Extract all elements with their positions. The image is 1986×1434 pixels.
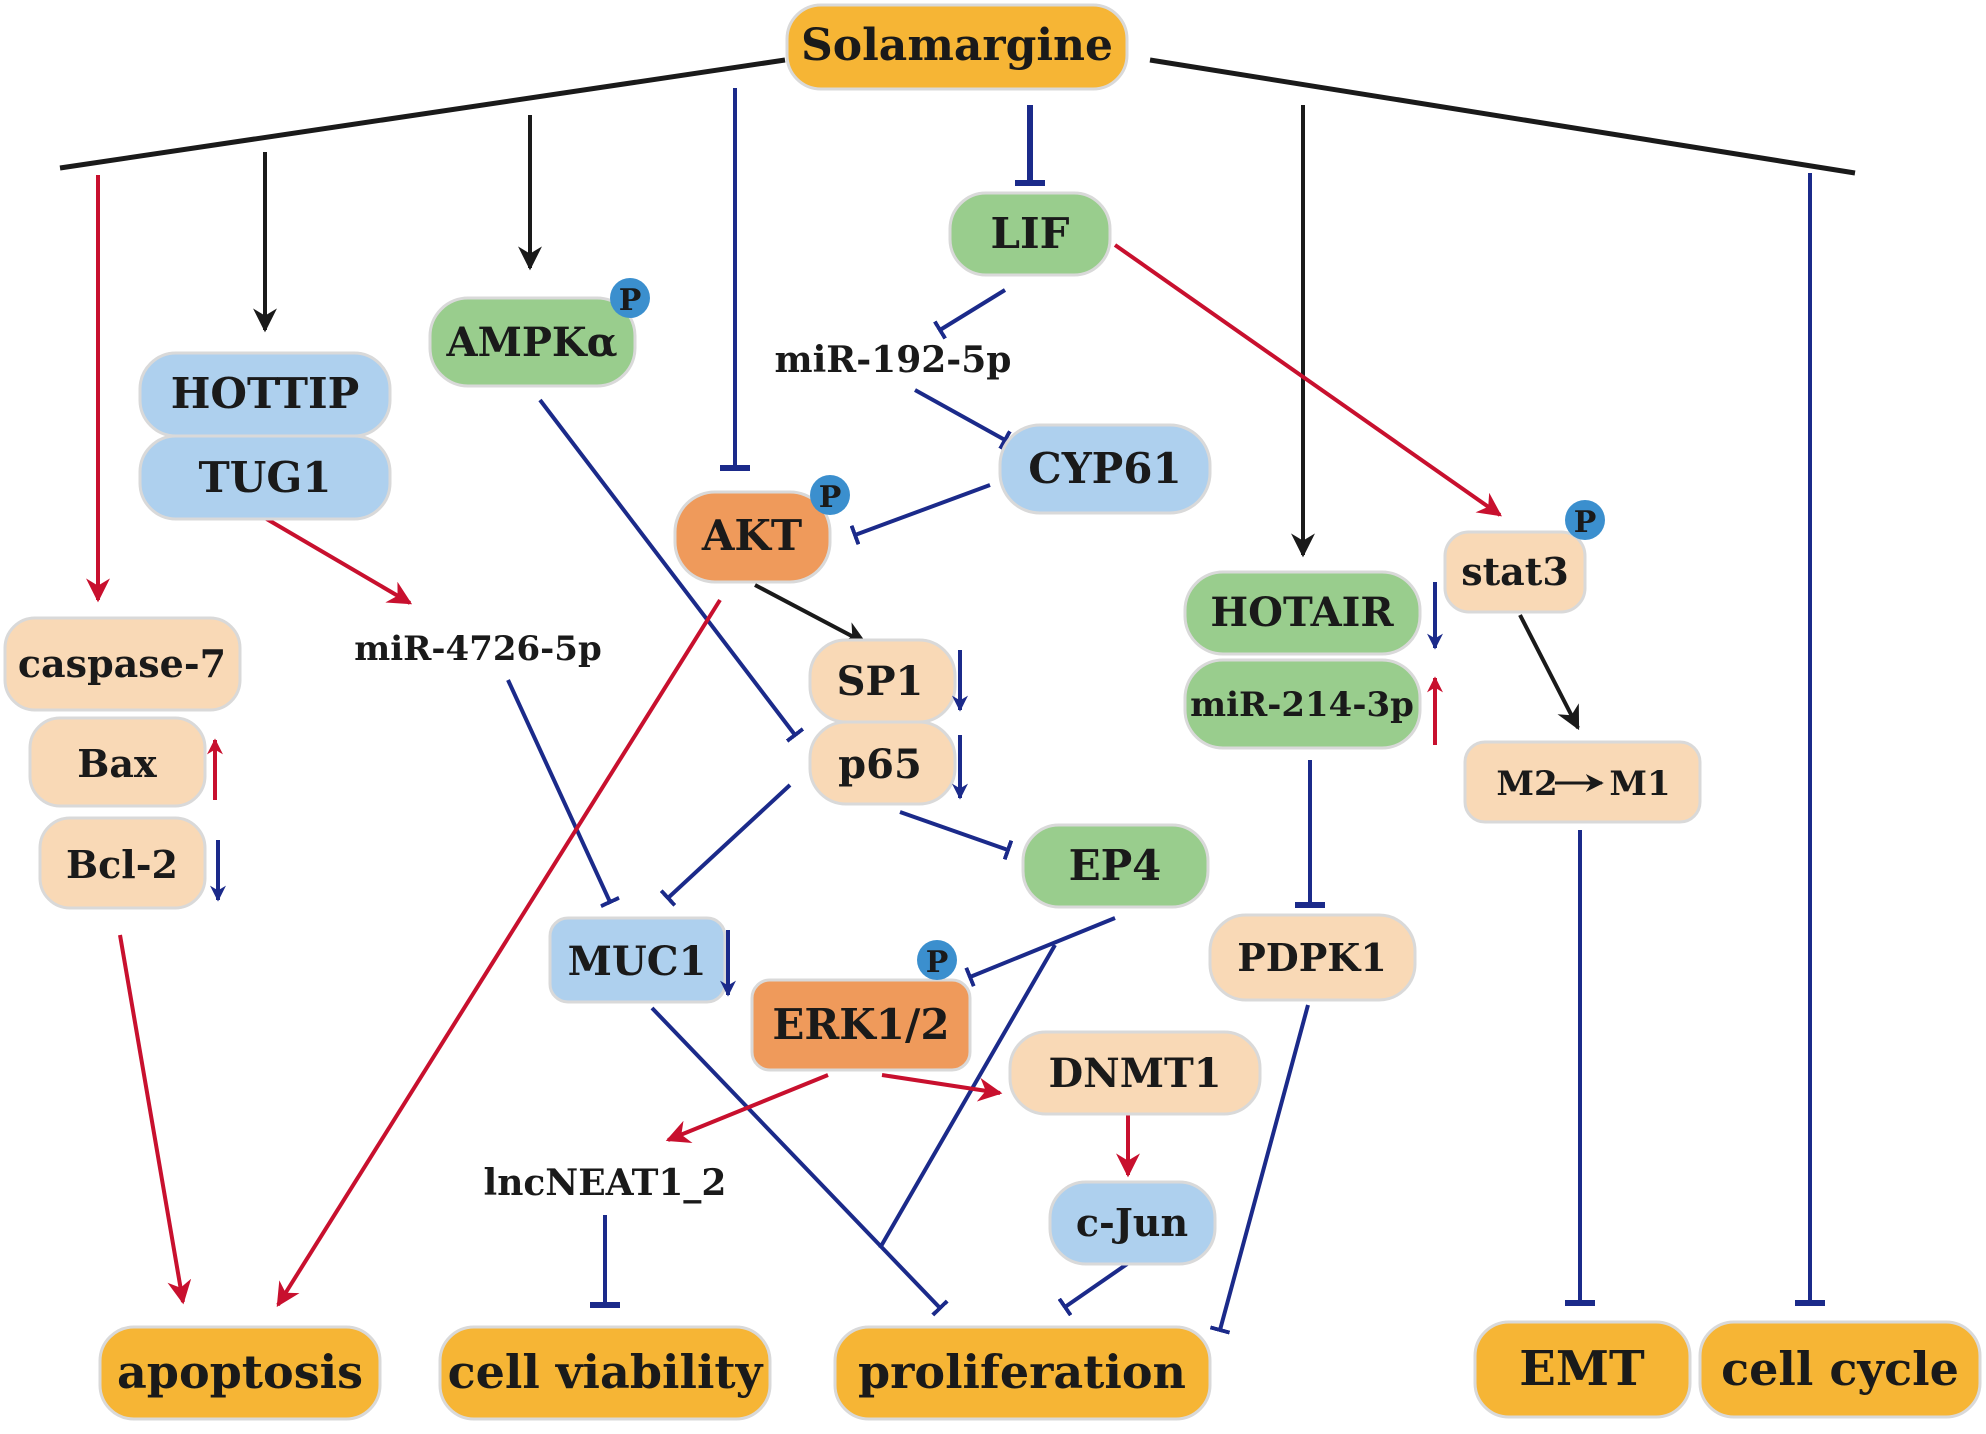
edge-cjun-proliferation — [1057, 1260, 1132, 1317]
label-sp1: SP1 — [837, 658, 924, 705]
label-cjun: c-Jun — [1076, 1200, 1188, 1245]
phospho-badge-erk: P — [917, 940, 957, 980]
label-ep4: EP4 — [1069, 841, 1162, 890]
regulation-arrows — [207, 582, 1443, 997]
svg-text:P: P — [819, 480, 842, 515]
label-proliferation: proliferation — [858, 1345, 1186, 1399]
node-pdpk1[interactable]: PDPK1 — [1208, 913, 1417, 1002]
svg-text:P: P — [1574, 505, 1597, 540]
branch-left-line — [59, 57, 786, 171]
node-hottip[interactable]: HOTTIP — [138, 351, 392, 438]
edge-muc1-proliferation — [650, 1006, 949, 1317]
node-cell-cycle[interactable]: cell cycle — [1698, 1320, 1982, 1419]
edge-ep4-erk — [964, 916, 1116, 988]
phospho-badge-ampka: P — [610, 278, 650, 318]
label-mir214: miR-214-3p — [1190, 685, 1414, 725]
node-bax[interactable]: Bax — [28, 716, 207, 808]
label-cell-viability: cell viability — [448, 1345, 764, 1399]
label-mir192: miR-192-5p — [775, 339, 1012, 381]
node-mir214[interactable]: miR-214-3p — [1183, 658, 1422, 750]
label-m1: M1 — [1609, 764, 1670, 804]
phospho-badge-akt: P — [810, 475, 850, 515]
node-m2m1[interactable]: M2 M1 — [1463, 740, 1702, 824]
edge-p65-ep4 — [899, 810, 1014, 861]
node-cell-viability[interactable]: cell viability — [438, 1325, 772, 1421]
label-hottip: HOTTIP — [171, 369, 360, 418]
edge-lif-mir192 — [933, 288, 1007, 340]
label-cell-cycle: cell cycle — [1721, 1342, 1959, 1396]
edge-p65-muc1 — [659, 783, 792, 907]
node-solamargine[interactable]: Solamargine — [785, 3, 1129, 91]
node-ep4[interactable]: EP4 — [1021, 823, 1210, 909]
label-erk: ERK1/2 — [772, 1000, 949, 1049]
node-muc1[interactable]: MUC1 — [548, 916, 727, 1004]
label-stat3: stat3 — [1461, 549, 1569, 594]
node-p65[interactable]: p65 — [808, 720, 957, 806]
edges — [59, 57, 1856, 1335]
phospho-badge-stat3: P — [1565, 500, 1605, 540]
node-proliferation[interactable]: proliferation — [833, 1325, 1212, 1421]
label-apoptosis: apoptosis — [117, 1345, 363, 1399]
node-bcl2[interactable]: Bcl-2 — [38, 816, 207, 910]
label-muc1: MUC1 — [568, 938, 707, 985]
label-mir4726: miR-4726-5p — [354, 629, 601, 669]
edge-mir192-cyp61 — [914, 388, 1012, 450]
edge-cyp61-akt — [849, 483, 991, 546]
label-hotair: HOTAIR — [1210, 589, 1394, 636]
label-bax: Bax — [77, 741, 157, 786]
svg-text:P: P — [926, 945, 949, 980]
edge-ep4-proliferation-a — [878, 943, 1057, 1250]
edge-erk-dnmt1 — [881, 1073, 1003, 1102]
edge-bcl2-apoptosis — [118, 934, 192, 1305]
branch-right-line — [1149, 57, 1856, 176]
node-cjun[interactable]: c-Jun — [1048, 1180, 1217, 1266]
node-emt[interactable]: EMT — [1473, 1320, 1692, 1419]
node-sp1[interactable]: SP1 — [808, 638, 957, 724]
label-akt: AKT — [701, 511, 802, 560]
phospho-badges: P P P P — [610, 278, 1605, 980]
label-lncneat: lncNEAT1_2 — [484, 1162, 727, 1204]
label-cyp61: CYP61 — [1028, 444, 1181, 493]
edge-ampka-p65 — [538, 398, 805, 743]
node-erk[interactable]: ERK1/2 — [750, 978, 972, 1072]
node-tug1[interactable]: TUG1 — [138, 434, 392, 521]
edge-akt-apoptosis — [276, 598, 722, 1308]
node-akt[interactable]: AKT — [673, 490, 832, 584]
node-caspase7[interactable]: caspase-7 — [3, 616, 242, 712]
node-dnmt1[interactable]: DNMT1 — [1008, 1030, 1262, 1116]
node-cyp61[interactable]: CYP61 — [998, 423, 1212, 515]
node-lif[interactable]: LIF — [948, 191, 1112, 277]
label-bcl2: Bcl-2 — [66, 842, 178, 887]
node-ampka[interactable]: AMPKα — [428, 296, 637, 388]
edge-stat3-m2m1 — [1518, 614, 1580, 731]
node-hotair[interactable]: HOTAIR — [1183, 570, 1422, 656]
label-emt: EMT — [1519, 1341, 1645, 1397]
edge-akt-sp1 — [754, 583, 868, 645]
edge-lif-stat3 — [1113, 243, 1502, 517]
label-pdpk1: PDPK1 — [1237, 935, 1387, 980]
label-ampka: AMPKα — [446, 319, 618, 366]
label-m2: M2 — [1496, 764, 1557, 804]
label-solamargine: Solamargine — [801, 20, 1113, 71]
label-p65: p65 — [838, 741, 922, 788]
label-caspase7: caspase-7 — [18, 641, 226, 686]
svg-text:P: P — [619, 283, 642, 318]
label-dnmt1: DNMT1 — [1048, 1050, 1221, 1097]
node-apoptosis[interactable]: apoptosis — [98, 1325, 382, 1421]
edge-erk-lncneat — [665, 1073, 829, 1143]
edge-pdpk1-proliferation — [1209, 1004, 1310, 1335]
nodes: Solamargine HOTTIP TUG1 AMPKα LIF miR-19… — [3, 3, 1982, 1421]
edge-tug1-mir4726 — [263, 516, 413, 605]
label-lif: LIF — [991, 209, 1070, 258]
node-stat3[interactable]: stat3 — [1443, 530, 1587, 614]
edge-mir4726-muc1 — [506, 679, 620, 908]
label-tug1: TUG1 — [199, 453, 332, 502]
